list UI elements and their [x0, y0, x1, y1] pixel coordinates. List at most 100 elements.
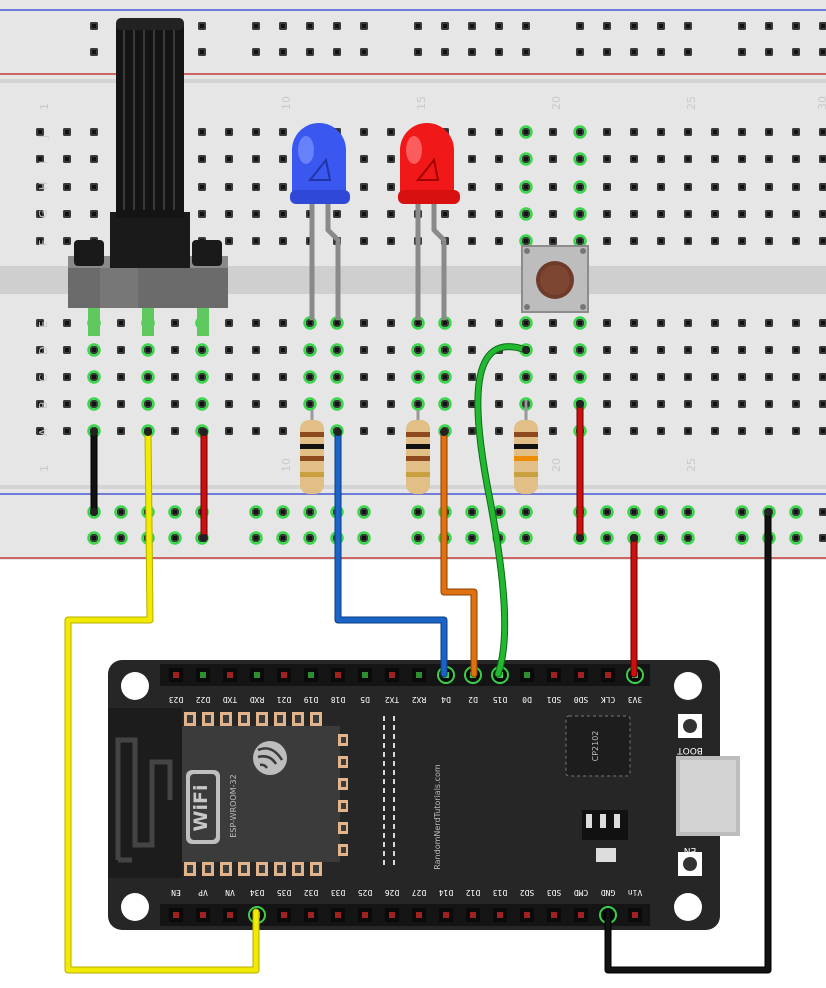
breadboard-hole: [63, 155, 71, 163]
breadboard-hole: [684, 183, 692, 191]
pin-label-vn: VN: [225, 888, 235, 897]
breadboard-hole: [765, 48, 773, 56]
breadboard-hole: [252, 237, 260, 245]
row-label-d: D: [37, 347, 50, 355]
breadboard-hole: [684, 237, 692, 245]
breadboard-hole: [414, 508, 422, 516]
boot-label: BOOT: [677, 745, 703, 755]
breadboard-hole: [90, 155, 98, 163]
breadboard-hole: [468, 155, 476, 163]
breadboard-hole: [387, 319, 395, 327]
red-led: [398, 123, 460, 320]
pin-label-rxd: RXD: [250, 695, 265, 704]
breadboard-hole: [549, 427, 557, 435]
connected-hole: [654, 531, 668, 545]
resistor-1: [300, 410, 324, 494]
pin-d18: [331, 668, 345, 682]
pin-label-gnd: GND: [601, 888, 616, 897]
pin-label-d33: D33: [331, 888, 346, 897]
connected-hole: [573, 207, 587, 221]
breadboard-hole: [792, 427, 800, 435]
connected-hole: [519, 505, 533, 519]
connected-hole: [330, 343, 344, 357]
breadboard-hole: [279, 210, 287, 218]
breadboard-hole: [333, 373, 341, 381]
breadboard-hole: [792, 155, 800, 163]
breadboard-hole: [279, 48, 287, 56]
breadboard-hole: [576, 155, 584, 163]
breadboard-hole: [819, 534, 826, 542]
breadboard-hole: [468, 534, 476, 542]
breadboard-hole: [360, 155, 368, 163]
breadboard-hole: [225, 373, 233, 381]
boot-button-cap: [683, 719, 697, 733]
resistor-2: [406, 410, 430, 494]
breadboard-hole: [819, 237, 826, 245]
breadboard-hole: [684, 319, 692, 327]
breadboard-hole: [711, 373, 719, 381]
breadboard-hole: [171, 427, 179, 435]
row-label-i: I: [37, 161, 50, 164]
connected-hole: [573, 370, 587, 384]
pin-txd: [223, 668, 237, 682]
breadboard-hole: [90, 400, 98, 408]
breadboard-hole: [225, 237, 233, 245]
pin-d14: [439, 908, 453, 922]
pin-sd2: [520, 908, 534, 922]
breadboard-hole: [738, 508, 746, 516]
breadboard-hole: [117, 319, 125, 327]
breadboard-hole: [387, 400, 395, 408]
breadboard-hole: [549, 237, 557, 245]
breadboard-hole: [360, 48, 368, 56]
breadboard-hole: [90, 534, 98, 542]
breadboard-hole: [630, 48, 638, 56]
breadboard-hole: [657, 48, 665, 56]
breadboard-hole: [468, 400, 476, 408]
pin-label-clk: CLK: [601, 695, 616, 704]
pcb-antenna: [115, 737, 173, 863]
breadboard-hole: [279, 128, 287, 136]
row-label-c: C: [37, 374, 50, 382]
breadboard-hole: [819, 400, 826, 408]
breadboard-hole: [819, 346, 826, 354]
pin-label-d15: D15: [493, 695, 508, 704]
connected-hole: [573, 152, 587, 166]
breadboard-hole: [603, 237, 611, 245]
blue-led: [290, 123, 350, 320]
breadboard-hole: [468, 508, 476, 516]
pin-label-d12: D12: [466, 888, 481, 897]
connected-hole: [141, 343, 155, 357]
breadboard-hole: [657, 427, 665, 435]
pin-en: [169, 908, 183, 922]
pin-label-vp: VP: [198, 888, 208, 897]
connected-hole: [411, 343, 425, 357]
breadboard-hole: [306, 400, 314, 408]
breadboard-hole: [306, 319, 314, 327]
connected-hole: [411, 531, 425, 545]
pin-label-d18: D18: [331, 695, 346, 704]
breadboard-hole: [468, 48, 476, 56]
breadboard-hole: [657, 373, 665, 381]
pin-cmd: [574, 908, 588, 922]
breadboard-hole: [522, 48, 530, 56]
breadboard-hole: [333, 22, 341, 30]
breadboard-hole: [711, 155, 719, 163]
breadboard-hole: [468, 346, 476, 354]
breadboard-hole: [495, 155, 503, 163]
wire-blue-d4: [335, 429, 447, 677]
breadboard-hole: [252, 128, 260, 136]
connected-hole: [573, 316, 587, 330]
connected-hole: [303, 397, 317, 411]
en-button-cap: [683, 857, 697, 871]
breadboard-hole: [306, 22, 314, 30]
breadboard-hole: [603, 183, 611, 191]
connected-hole: [573, 180, 587, 194]
breadboard-hole: [306, 534, 314, 542]
breadboard-hole: [306, 373, 314, 381]
connected-hole: [114, 531, 128, 545]
pin-d21: [277, 668, 291, 682]
breadboard-hole: [468, 427, 476, 435]
breadboard-hole: [117, 534, 125, 542]
pin-label-en: EN: [171, 888, 181, 897]
breadboard-hole: [252, 508, 260, 516]
